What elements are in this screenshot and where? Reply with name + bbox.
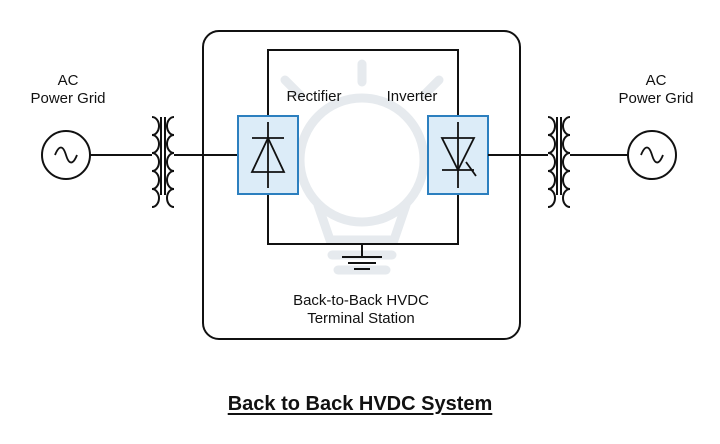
- lightbulb-watermark-icon: [280, 59, 444, 275]
- diode-icon: [250, 122, 286, 188]
- left-grid-label: AC Power Grid: [18, 72, 118, 108]
- thyristor-icon: [440, 122, 477, 188]
- ground-icon: [342, 244, 382, 270]
- left-grid-label-line1: AC: [57, 72, 79, 89]
- rectifier-block: [237, 115, 299, 195]
- station-label-line1: Back-to-Back HVDC: [293, 292, 429, 309]
- station-label-line2: Terminal Station: [307, 310, 415, 327]
- right-grid-label-line1: AC: [645, 72, 667, 89]
- dc-link-top: [267, 49, 459, 116]
- right-grid-label-line2: Power Grid: [618, 90, 694, 107]
- right-grid-label: AC Power Grid: [606, 72, 706, 108]
- left-transformer-icon: [151, 116, 175, 208]
- left-ac-source-icon: [41, 130, 91, 180]
- inverter-block: [427, 115, 489, 195]
- terminal-station-box: [202, 30, 521, 340]
- right-ac-source-icon: [627, 130, 677, 180]
- left-grid-label-line2: Power Grid: [30, 90, 106, 107]
- rectifier-label: Rectifier: [286, 88, 342, 105]
- inverter-label: Inverter: [386, 88, 438, 105]
- terminal-station-label: Back-to-Back HVDC Terminal Station: [250, 292, 472, 328]
- right-transformer-icon: [547, 116, 571, 208]
- diagram-caption: Back to Back HVDC System: [227, 393, 493, 415]
